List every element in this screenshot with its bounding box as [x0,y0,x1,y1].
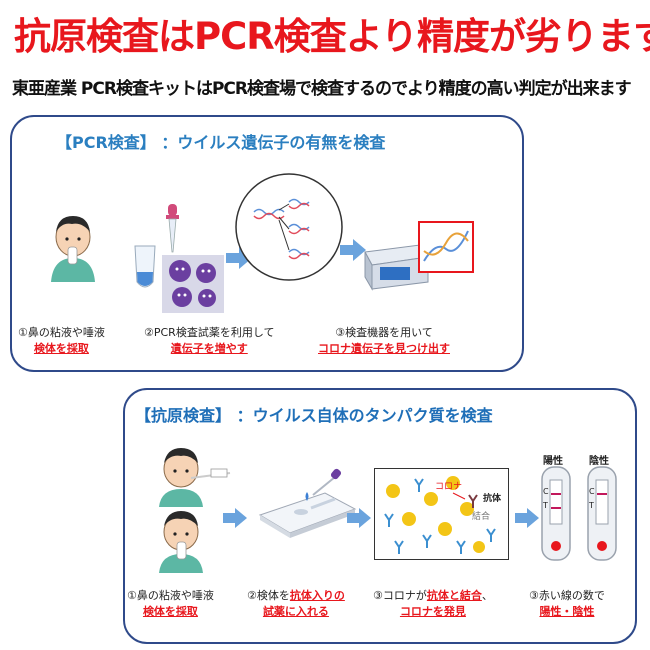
antigen-step-3-comma: 、 [481,589,493,602]
negative-label: 陰性 [589,456,609,467]
negative-test-strip [587,466,617,561]
person-saliva-illustration [159,511,203,573]
antigen-step-4-highlight: 陽性・陰性 [539,605,595,618]
pcr-step-2-highlight: 遺伝子を増やす [170,342,248,355]
antigen-step-3-highlight-a: 抗体と結合 [426,589,482,602]
person-nasal-swab-illustration [159,448,231,507]
test-cassette-illustration [258,468,357,538]
person-swab-illustration [51,216,95,282]
pcr-step-3-highlight: コロナ遺伝子を見つけ出す [318,342,450,355]
antigen-panel-title: 【抗原検査】 ：ウイルス自体のタンパク質を検査 [135,402,493,426]
antigen-step-2-highlight-a: 抗体入りの [289,589,345,602]
headline: 抗原検査はPCR検査より精度が劣ります [14,15,650,58]
antigen-title-prefix: 【抗原検査】 [135,406,232,425]
arrow-icon [340,239,366,261]
pcr-title-prefix: 【PCR検査】 [56,133,156,152]
positive-c-label: C [543,487,549,496]
pcr-step-1-highlight: 検体を採取 [33,342,89,355]
negative-c-label: C [589,487,595,496]
pcr-step-2-caption: ②PCR検査試薬を利用して 遺伝子を増やす [144,325,275,357]
virus-antibody-shapes [384,476,496,554]
antigen-panel: 【抗原検査】 ：ウイルス自体のタンパク質を検査 [123,388,637,644]
antibody-binding-diagram: コロナ 抗体 結合 [374,468,509,560]
pcr-panel: 【PCR検査】 ：ウイルス遺伝子の有無を検査 [10,115,524,372]
antigen-step-4-caption: ③赤い線の数で 陽性・陰性 [529,588,605,620]
pcr-panel-title: 【PCR検査】 ：ウイルス遺伝子の有無を検査 [56,129,385,153]
antigen-step-2-highlight-b: 試薬に入れる [262,605,329,618]
antibody-label: 抗体 [483,494,502,504]
antigen-step-1-caption: ①鼻の粘液や唾液 検体を採取 [127,588,214,620]
dna-amplification-circle [235,173,343,281]
pcr-title-suffix: ：ウイルス遺伝子の有無を検査 [161,133,386,152]
antigen-step-3-caption: ③コロナが抗体と結合、 コロナを発見 [373,588,493,620]
antigen-step-1-highlight: 検体を採取 [142,605,198,618]
arrow-icon [347,508,371,528]
antigen-step-2-caption: ②検体を抗体入りの 試薬に入れる [247,588,345,620]
antigen-step-3-text: ③コロナが [373,589,427,602]
antigen-step-4-text: ③赤い線の数で [529,589,605,602]
antigen-step-1-text: ①鼻の粘液や唾液 [127,589,214,602]
pipette-tube-illustration [134,204,179,288]
antigen-title-suffix: ：ウイルス自体のタンパク質を検査 [236,406,493,425]
pcr-step-3-text: ③検査機器を用いて [335,326,433,339]
negative-t-label: T [589,501,594,510]
antigen-step-3-highlight-b: コロナを発見 [399,605,466,618]
dna-detection-frame [418,221,474,273]
positive-t-label: T [543,501,548,510]
pcr-step-1-text: ①鼻の粘液や唾液 [18,326,105,339]
arrow-icon [515,508,539,528]
virus-box-illustration [162,255,224,313]
pcr-step-3-caption: ③検査機器を用いて コロナ遺伝子を見つけ出す [318,325,450,357]
pcr-machine-illustration [364,244,429,291]
corona-label: コロナ [435,482,463,492]
binding-label: 結合 [472,512,491,522]
pcr-step-2-text: ②PCR検査試薬を利用して [144,326,275,339]
antigen-step-2-text: ②検体を [247,589,290,602]
positive-test-strip [541,466,571,561]
subheadline: 東亜産業 PCR検査キットはPCR検査場で検査するのでより精度の高い判定が出来ま… [12,79,632,99]
pcr-step-1-caption: ①鼻の粘液や唾液 検体を採取 [18,325,105,357]
positive-label: 陽性 [543,456,563,467]
arrow-icon [223,508,247,528]
